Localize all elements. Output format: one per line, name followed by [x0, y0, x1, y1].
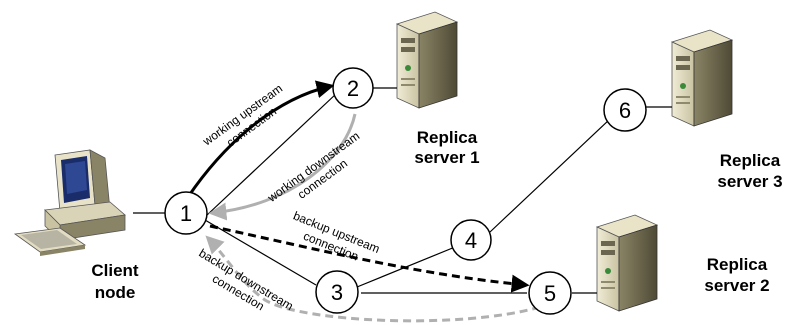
node-3: 3	[315, 270, 359, 314]
node-label: 4	[465, 228, 477, 253]
node-label: 5	[544, 281, 556, 306]
node-5: 5	[528, 271, 572, 315]
replica-server-1-label: Replica server 1	[414, 128, 479, 167]
working-upstream-arrow	[186, 80, 335, 198]
client-node-label: Client node	[91, 261, 139, 302]
working-upstream-label: working upstream connection	[199, 81, 285, 149]
node-label: 3	[331, 280, 343, 305]
svg-text:node: node	[95, 283, 136, 302]
node-label: 1	[180, 201, 192, 226]
svg-text:server 2: server 2	[704, 276, 769, 295]
backup-upstream-arrow	[209, 224, 530, 293]
svg-text:Replica: Replica	[707, 255, 768, 274]
working-downstream-label: working downstream connection	[264, 129, 362, 206]
svg-text:server 1: server 1	[414, 148, 479, 167]
svg-text:Client: Client	[91, 261, 139, 280]
server-icon	[396, 11, 458, 109]
backup-downstream-arrow	[205, 235, 541, 323]
working-downstream-arrow	[208, 113, 357, 221]
svg-text:Replica: Replica	[720, 151, 781, 170]
svg-text:Replica: Replica	[417, 128, 478, 147]
node-6: 6	[603, 88, 647, 132]
node-2: 2	[332, 67, 374, 109]
replica-server-2-label: Replica server 2	[704, 255, 769, 295]
replica-server-3-label: Replica server 3	[717, 151, 782, 191]
svg-text:server 3: server 3	[717, 172, 782, 191]
server-icon	[596, 214, 658, 312]
node-1: 1	[164, 191, 208, 235]
computer-icon	[13, 149, 126, 256]
backup-downstream-label: backup downstream connection	[196, 246, 295, 313]
node-4: 4	[450, 219, 492, 261]
node-label: 2	[347, 76, 359, 101]
server-icon	[671, 29, 733, 127]
node-label: 6	[619, 98, 631, 123]
